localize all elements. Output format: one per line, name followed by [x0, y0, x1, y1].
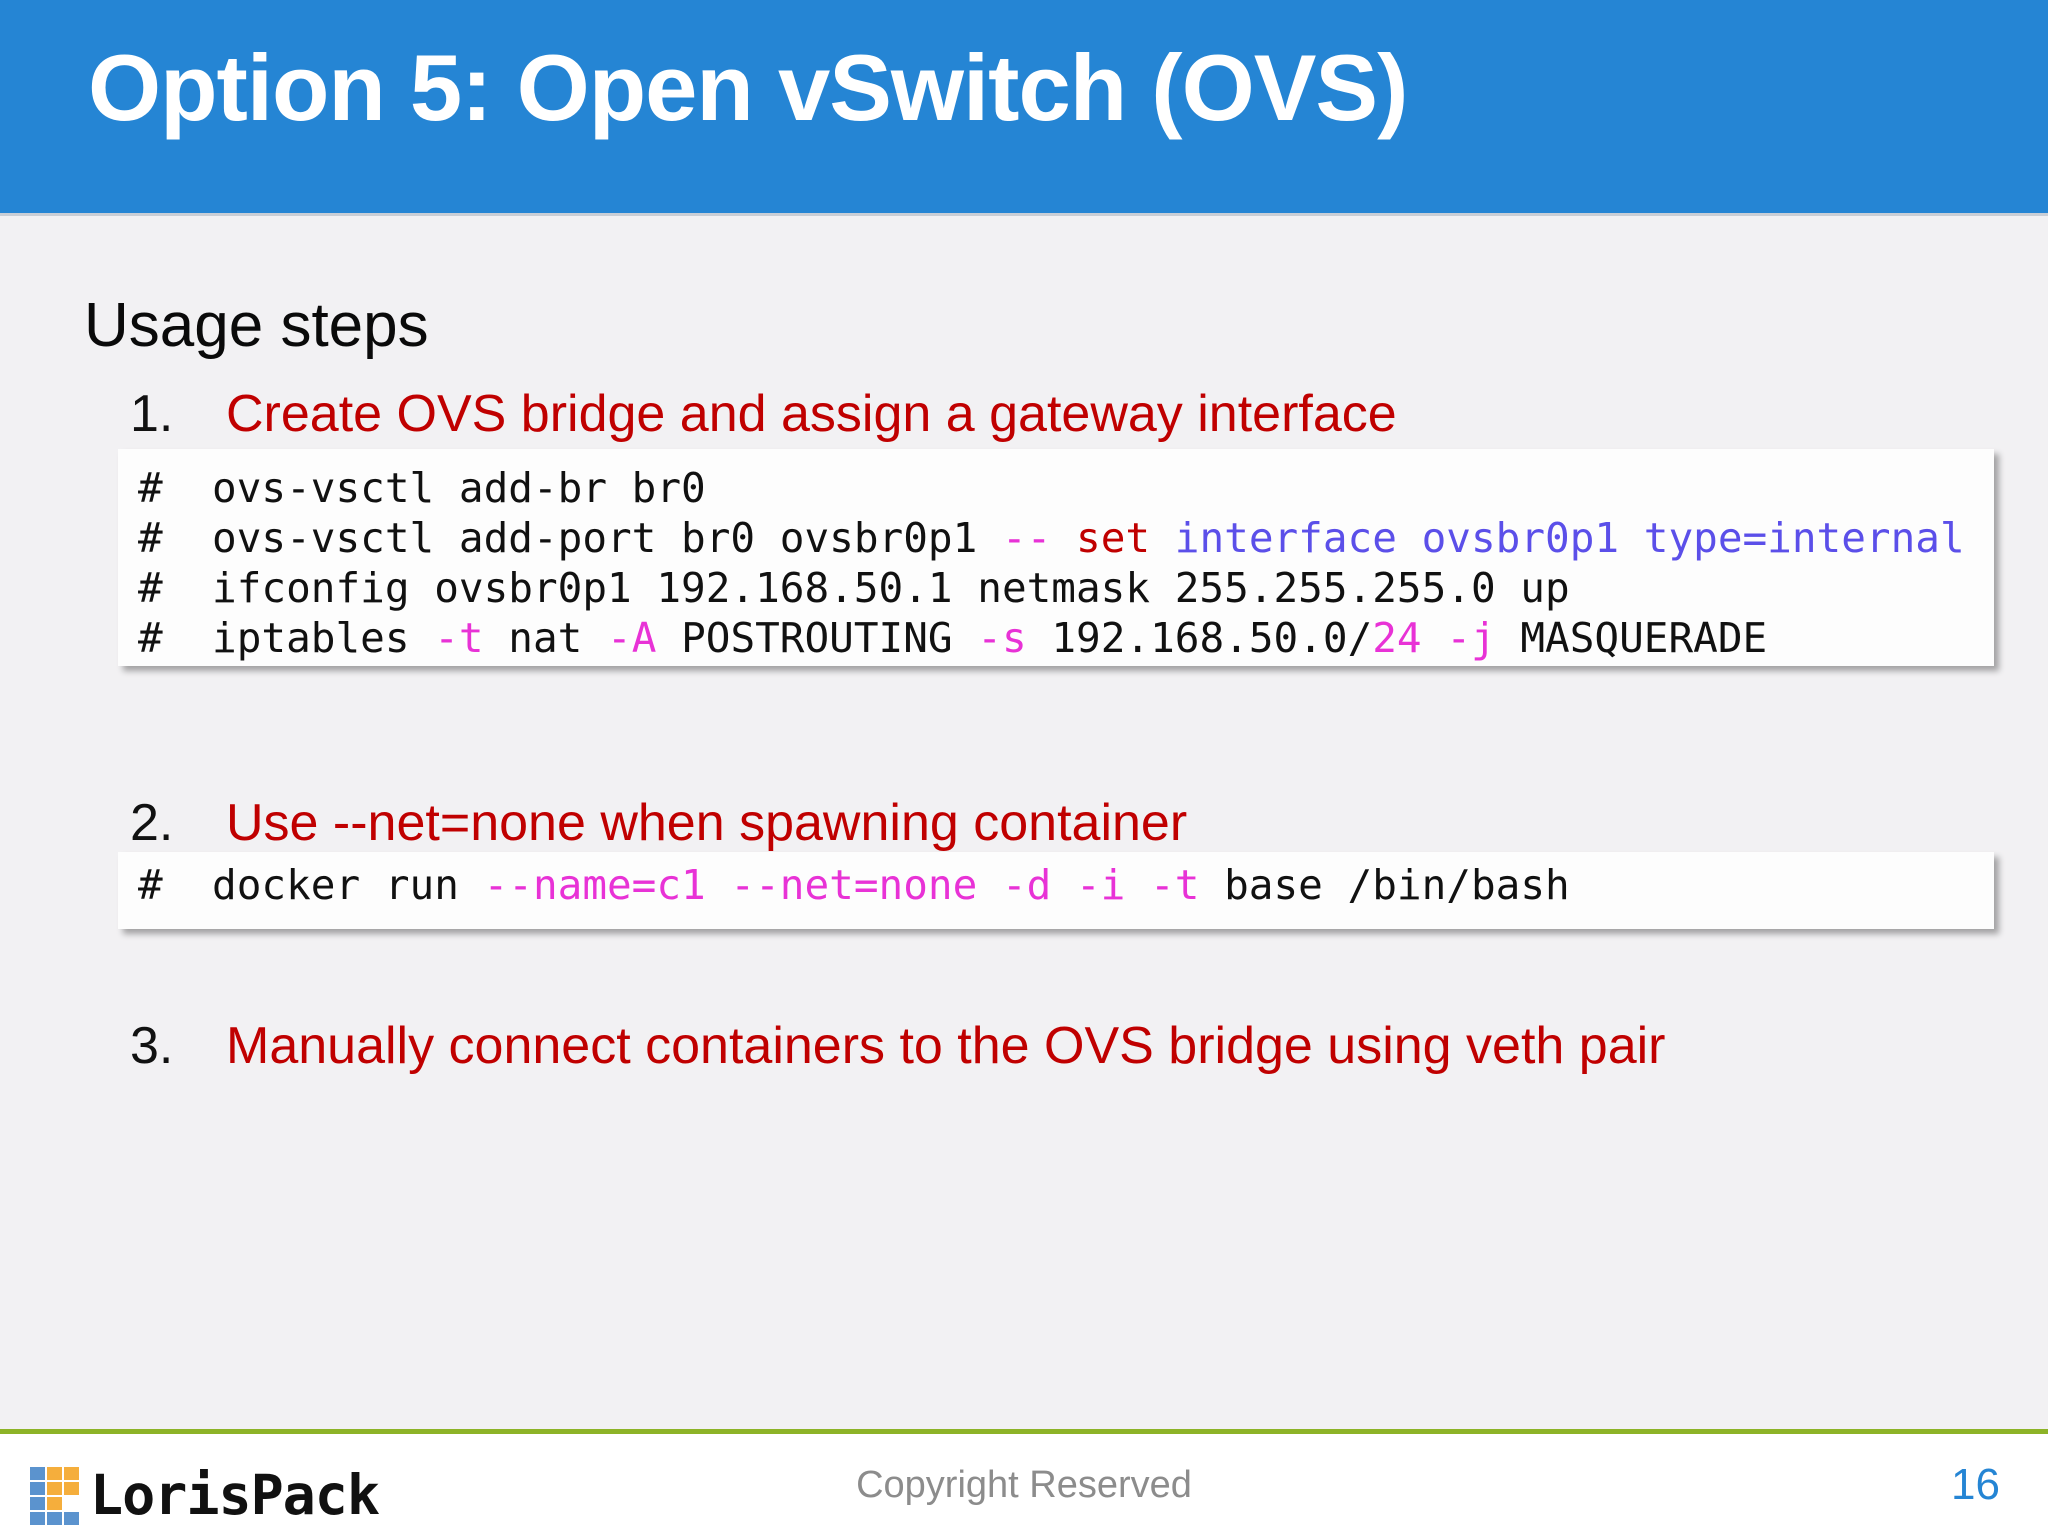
code-token: nat — [483, 614, 608, 662]
code-token: 192.168.50.0/ — [1026, 614, 1373, 662]
logo-cell — [47, 1467, 62, 1480]
code-token: # iptables — [138, 614, 435, 662]
logo-wordmark: LorisPack — [90, 1463, 380, 1527]
code-token: -- — [1001, 514, 1052, 562]
step-number-1: 1. — [130, 385, 174, 443]
code-token: # ovs-vsctl add-port br0 ovsbr0p1 — [138, 514, 1002, 562]
slide-title-bar: Option 5: Open vSwitch (OVS) — [0, 0, 2048, 213]
step-item-2: 2. Use --net=none when spawning containe… — [130, 793, 1187, 853]
page-number: 16 — [1951, 1460, 2000, 1509]
logo-cell — [64, 1512, 79, 1525]
code-token — [1422, 614, 1447, 662]
code-token: # ifconfig ovsbr0p1 192.168.50.1 netmask… — [138, 564, 1570, 612]
step-number-2: 2. — [130, 794, 174, 852]
code-token: set — [1076, 514, 1151, 562]
lorispack-logo: LorisPack — [30, 1463, 380, 1527]
code-token: MASQUERADE — [1495, 614, 1768, 662]
code-token: base /bin/bash — [1199, 861, 1570, 909]
page-title: Option 5: Open vSwitch (OVS) — [88, 35, 1408, 140]
step-item-3: 3. Manually connect containers to the OV… — [130, 1016, 1666, 1076]
slide-footer: Copyright Reserved LorisPack 16 — [0, 1434, 2048, 1536]
code-line: # docker run --name=c1 --net=none -d -i … — [118, 860, 1994, 910]
logo-cell — [64, 1467, 79, 1480]
code-line: # ovs-vsctl add-br br0 — [118, 463, 1994, 513]
logo-cell — [64, 1482, 79, 1495]
code-token: # docker run — [138, 861, 484, 909]
footer-divider — [0, 1429, 2048, 1434]
code-block-docker-run: # docker run --name=c1 --net=none -d -i … — [118, 852, 1994, 929]
code-line: # ovs-vsctl add-port br0 ovsbr0p1 -- set… — [118, 513, 1994, 563]
code-token: -A — [607, 614, 657, 662]
step-label-3: Manually connect containers to the OVS b… — [226, 1017, 1666, 1075]
step-label-2: Use --net=none when spawning container — [226, 794, 1188, 852]
step-label-1: Create OVS bridge and assign a gateway i… — [226, 385, 1397, 443]
logo-cell — [30, 1482, 45, 1495]
code-token: -j — [1446, 614, 1496, 662]
code-block-ovs-setup: # ovs-vsctl add-br br0 # ovs-vsctl add-p… — [118, 449, 1994, 666]
code-token — [1051, 514, 1076, 562]
code-line: # iptables -t nat -A POSTROUTING -s 192.… — [118, 613, 1994, 663]
copyright-text: Copyright Reserved — [856, 1464, 1192, 1506]
logo-cell — [30, 1497, 45, 1510]
code-token: interface ovsbr0p1 type=internal — [1174, 514, 1965, 562]
logo-cell — [47, 1497, 62, 1510]
code-token — [1150, 514, 1175, 562]
code-token: POSTROUTING — [656, 614, 978, 662]
code-token: # ovs-vsctl add-br br0 — [138, 464, 706, 512]
step-item-1: 1. Create OVS bridge and assign a gatewa… — [130, 384, 1397, 444]
logo-cell — [30, 1512, 45, 1525]
code-line: # ifconfig ovsbr0p1 192.168.50.1 netmask… — [118, 563, 1994, 613]
step-number-3: 3. — [130, 1017, 174, 1075]
logo-cell — [47, 1512, 62, 1525]
code-token: --name=c1 --net=none -d -i -t — [483, 861, 1200, 909]
code-token: 24 — [1372, 614, 1422, 662]
logo-cell — [30, 1467, 45, 1480]
logo-cell — [47, 1482, 62, 1495]
slide-content: Usage steps 1. Create OVS bridge and ass… — [0, 216, 2048, 1424]
code-token: -t — [434, 614, 484, 662]
title-divider — [0, 213, 2048, 216]
logo-grid-icon — [30, 1467, 82, 1525]
section-heading: Usage steps — [84, 291, 429, 360]
code-token: -s — [977, 614, 1027, 662]
